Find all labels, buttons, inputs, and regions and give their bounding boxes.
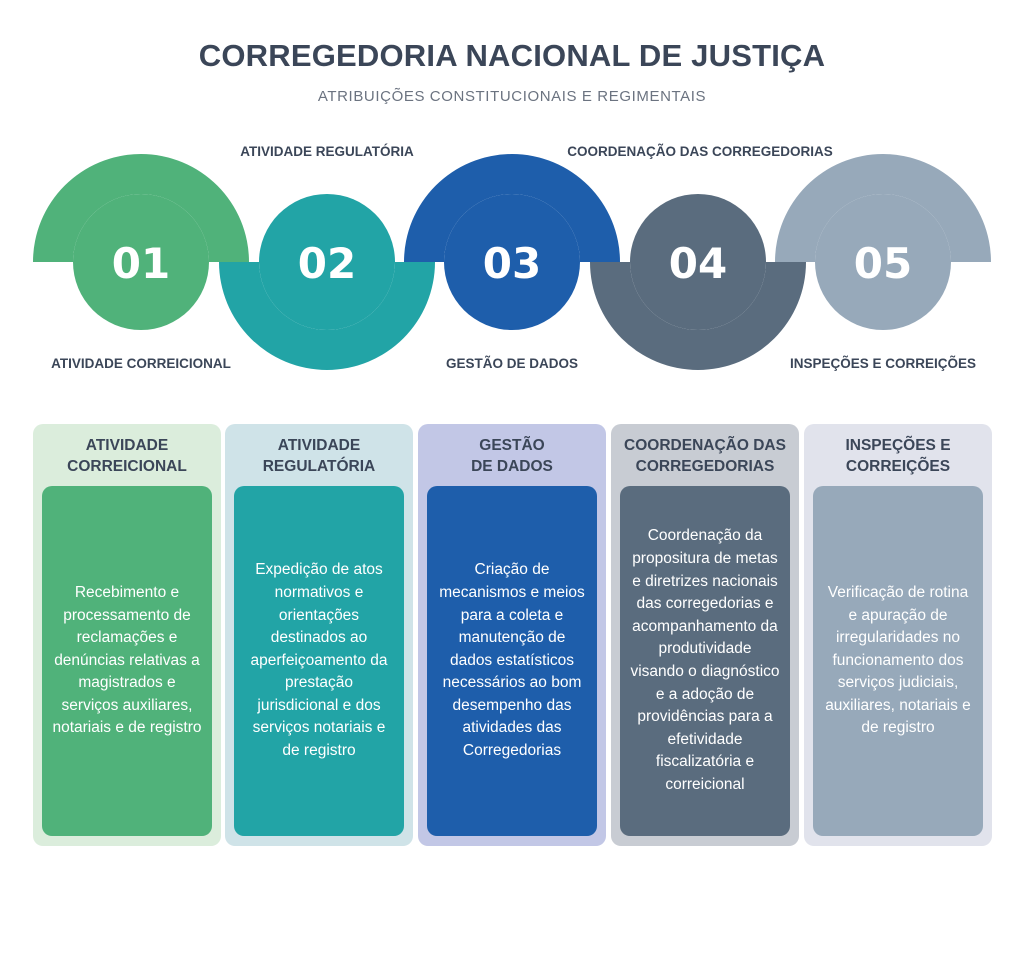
column-title-line: DE DADOS <box>471 458 553 475</box>
step-4-number: 04 <box>669 239 727 288</box>
step-1-arc <box>33 154 249 262</box>
column-coordenacao-das-corregedorias: COORDENAÇÃO DAS CORREGEDORIAS Coordenaçã… <box>611 424 799 846</box>
step-1-circle <box>73 194 209 330</box>
step-5-number: 05 <box>854 239 912 288</box>
column-atividade-regulatoria: ATIVIDADE REGULATÓRIA Expedição de atos … <box>225 424 413 846</box>
step-2-label: ATIVIDADE REGULATÓRIA <box>240 144 414 159</box>
column-card: Criação de mecanismos e meios para a col… <box>427 486 597 836</box>
column-inspecoes-e-correicoes: INSPEÇÕES E CORREIÇÕES Verificação de ro… <box>804 424 992 846</box>
column-title-line: ATIVIDADE <box>85 437 169 454</box>
column-card: Expedição de atos normativos e orientaçõ… <box>234 486 404 836</box>
step-2-number: 02 <box>298 239 356 288</box>
step-5-label: INSPEÇÕES E CORREIÇÕES <box>789 356 977 371</box>
column-title-line: COORDENAÇÃO DAS <box>624 437 786 454</box>
step-3-circle <box>444 194 580 330</box>
page-title: CORREGEDORIA NACIONAL DE JUSTIÇA <box>198 38 826 73</box>
column-title-line: INSPEÇÕES E <box>845 437 951 454</box>
column-title: GESTÃO DE DADOS <box>418 435 606 477</box>
column-title: COORDENAÇÃO DAS CORREGEDORIAS <box>611 435 799 477</box>
column-card: Recebimento e processamento de reclamaçõ… <box>42 486 212 836</box>
column-title: INSPEÇÕES E CORREIÇÕES <box>804 435 992 477</box>
step-2-arc <box>219 262 435 370</box>
column-description: Recebimento e processamento de reclamaçõ… <box>52 583 202 737</box>
column-description: Coordenação da propositura de metas e di… <box>630 527 780 793</box>
column-title-line: ATIVIDADE <box>277 437 361 454</box>
steps-wave-graphic: 01 02 03 04 05 <box>33 154 991 370</box>
column-description: Criação de mecanismos e meios para a col… <box>439 561 585 760</box>
column-title: ATIVIDADE CORREICIONAL <box>33 435 221 477</box>
step-4-arc <box>590 262 806 370</box>
column-title-line: CORREICIONAL <box>67 458 187 475</box>
step-5-circle <box>815 194 951 330</box>
step-2-circle <box>259 194 395 330</box>
step-4-label: COORDENAÇÃO DAS CORREGEDORIAS <box>567 144 833 159</box>
column-gestao-de-dados: GESTÃO DE DADOS Criação de mecanismos e … <box>418 424 606 846</box>
column-title-line: REGULATÓRIA <box>262 458 376 475</box>
step-1-number: 01 <box>112 239 170 288</box>
column-card: Verificação de rotina e apuração de irre… <box>813 486 983 836</box>
step-1-label: ATIVIDADE CORREICIONAL <box>51 356 231 371</box>
step-4-circle <box>630 194 766 330</box>
column-card: Coordenação da propositura de metas e di… <box>620 486 790 836</box>
column-title-line: CORREIÇÕES <box>845 458 951 475</box>
column-atividade-correicional: ATIVIDADE CORREICIONAL Recebimento e pro… <box>33 424 221 846</box>
column-title-line: GESTÃO <box>479 437 545 454</box>
step-3-arc <box>404 154 620 262</box>
step-3-number: 03 <box>483 239 541 288</box>
column-title-line: CORREGEDORIAS <box>635 458 775 475</box>
column-title: ATIVIDADE REGULATÓRIA <box>225 435 413 477</box>
page-subtitle: ATRIBUIÇÕES CONSTITUCIONAIS E REGIMENTAI… <box>317 88 707 105</box>
column-description: Expedição de atos normativos e orientaçõ… <box>250 561 388 760</box>
step-3-label: GESTÃO DE DADOS <box>445 356 579 371</box>
column-description: Verificação de rotina e apuração de irre… <box>825 583 971 737</box>
step-5-arc <box>775 154 991 262</box>
